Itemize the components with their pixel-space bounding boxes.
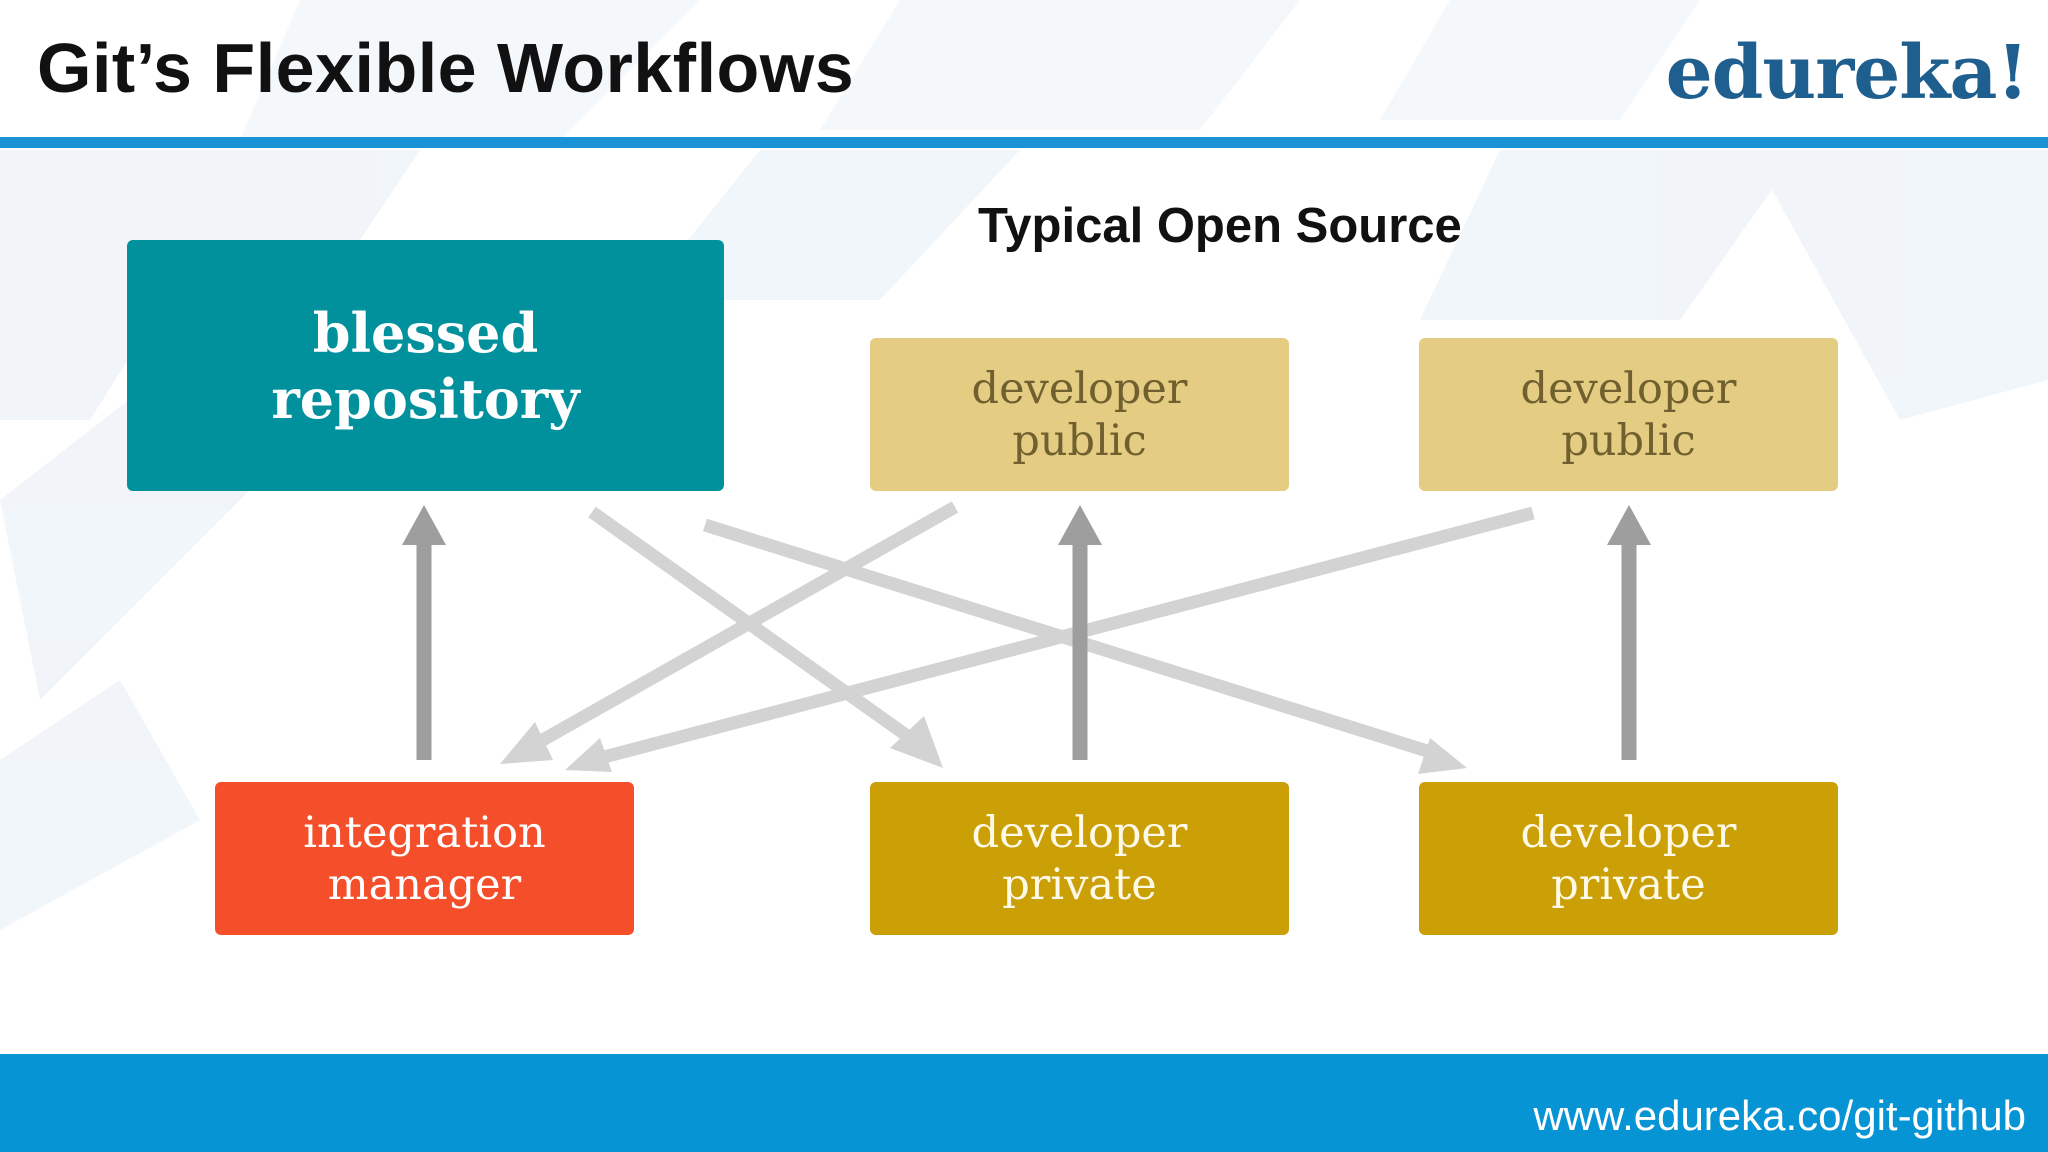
node-label-line2: private [1551, 859, 1706, 910]
arrow-public2-to-integration [583, 506, 1535, 769]
edureka-logo: edureka! [1665, 30, 2029, 116]
developer-public-node-2: developer public [1419, 338, 1838, 491]
arrow-integration-to-blessed-head [402, 505, 446, 545]
node-label-line2: repository [271, 366, 580, 431]
slide-title: Git’s Flexible Workflows [37, 29, 855, 107]
arrow-private2-to-public2-head [1607, 505, 1651, 545]
node-label-line1: blessed [312, 300, 539, 365]
blessed-repository-node: blessed repository [127, 240, 724, 491]
developer-private-node-2: developer private [1419, 782, 1838, 935]
arrow-public1-to-integration-head [500, 722, 553, 764]
arrow-blessed-to-private1 [588, 506, 924, 751]
node-label-line2: public [1012, 415, 1147, 466]
arrow-blessed-to-private2-head [1418, 738, 1467, 774]
node-label-line1: developer [1520, 363, 1737, 414]
node-label-line1: integration [303, 807, 546, 858]
node-label-line2: manager [327, 859, 522, 910]
diagram-subtitle: Typical Open Source [978, 199, 1462, 253]
node-label-line1: developer [971, 363, 1188, 414]
arrow-blessed-to-private1-head [890, 716, 943, 768]
pull-arrows [500, 501, 1535, 774]
header-rule [0, 137, 2048, 148]
footer-url[interactable]: www.edureka.co/git-github [1533, 1092, 2026, 1139]
arrow-private1-to-public1-head [1058, 505, 1102, 545]
node-label-line2: private [1002, 859, 1157, 910]
developer-private-node-1: developer private [870, 782, 1289, 935]
footer-bar [0, 1054, 2048, 1152]
node-label-line1: developer [1520, 807, 1737, 858]
node-label-line1: developer [971, 807, 1188, 858]
developer-public-node-1: developer public [870, 338, 1289, 491]
node-label-line2: public [1561, 415, 1696, 466]
arrow-public2-to-integration-head [565, 738, 612, 772]
arrow-public1-to-integration [521, 501, 959, 756]
integration-manager-node: integration manager [215, 782, 634, 935]
push-arrows [402, 505, 1651, 760]
